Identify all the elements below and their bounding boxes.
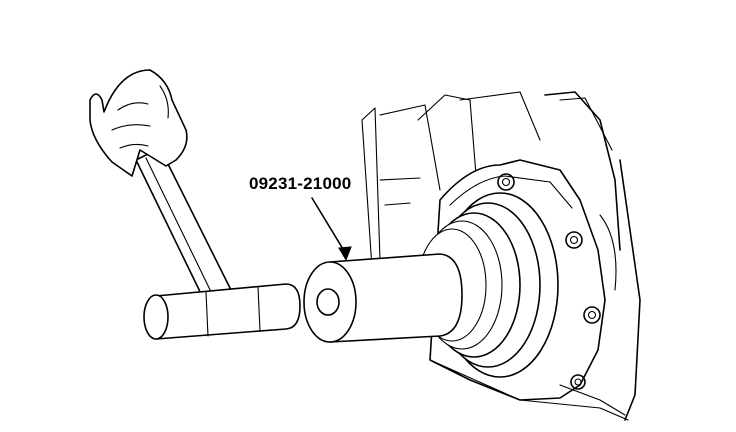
driver-handle — [135, 147, 233, 305]
label-leader-arrow — [311, 197, 352, 262]
engine-block — [361, 91, 641, 421]
seal-installer-tool — [303, 253, 463, 343]
hand-illustration — [89, 69, 188, 177]
part-number-label: 09231-21000 — [249, 174, 352, 193]
driver-shaft — [143, 283, 301, 340]
